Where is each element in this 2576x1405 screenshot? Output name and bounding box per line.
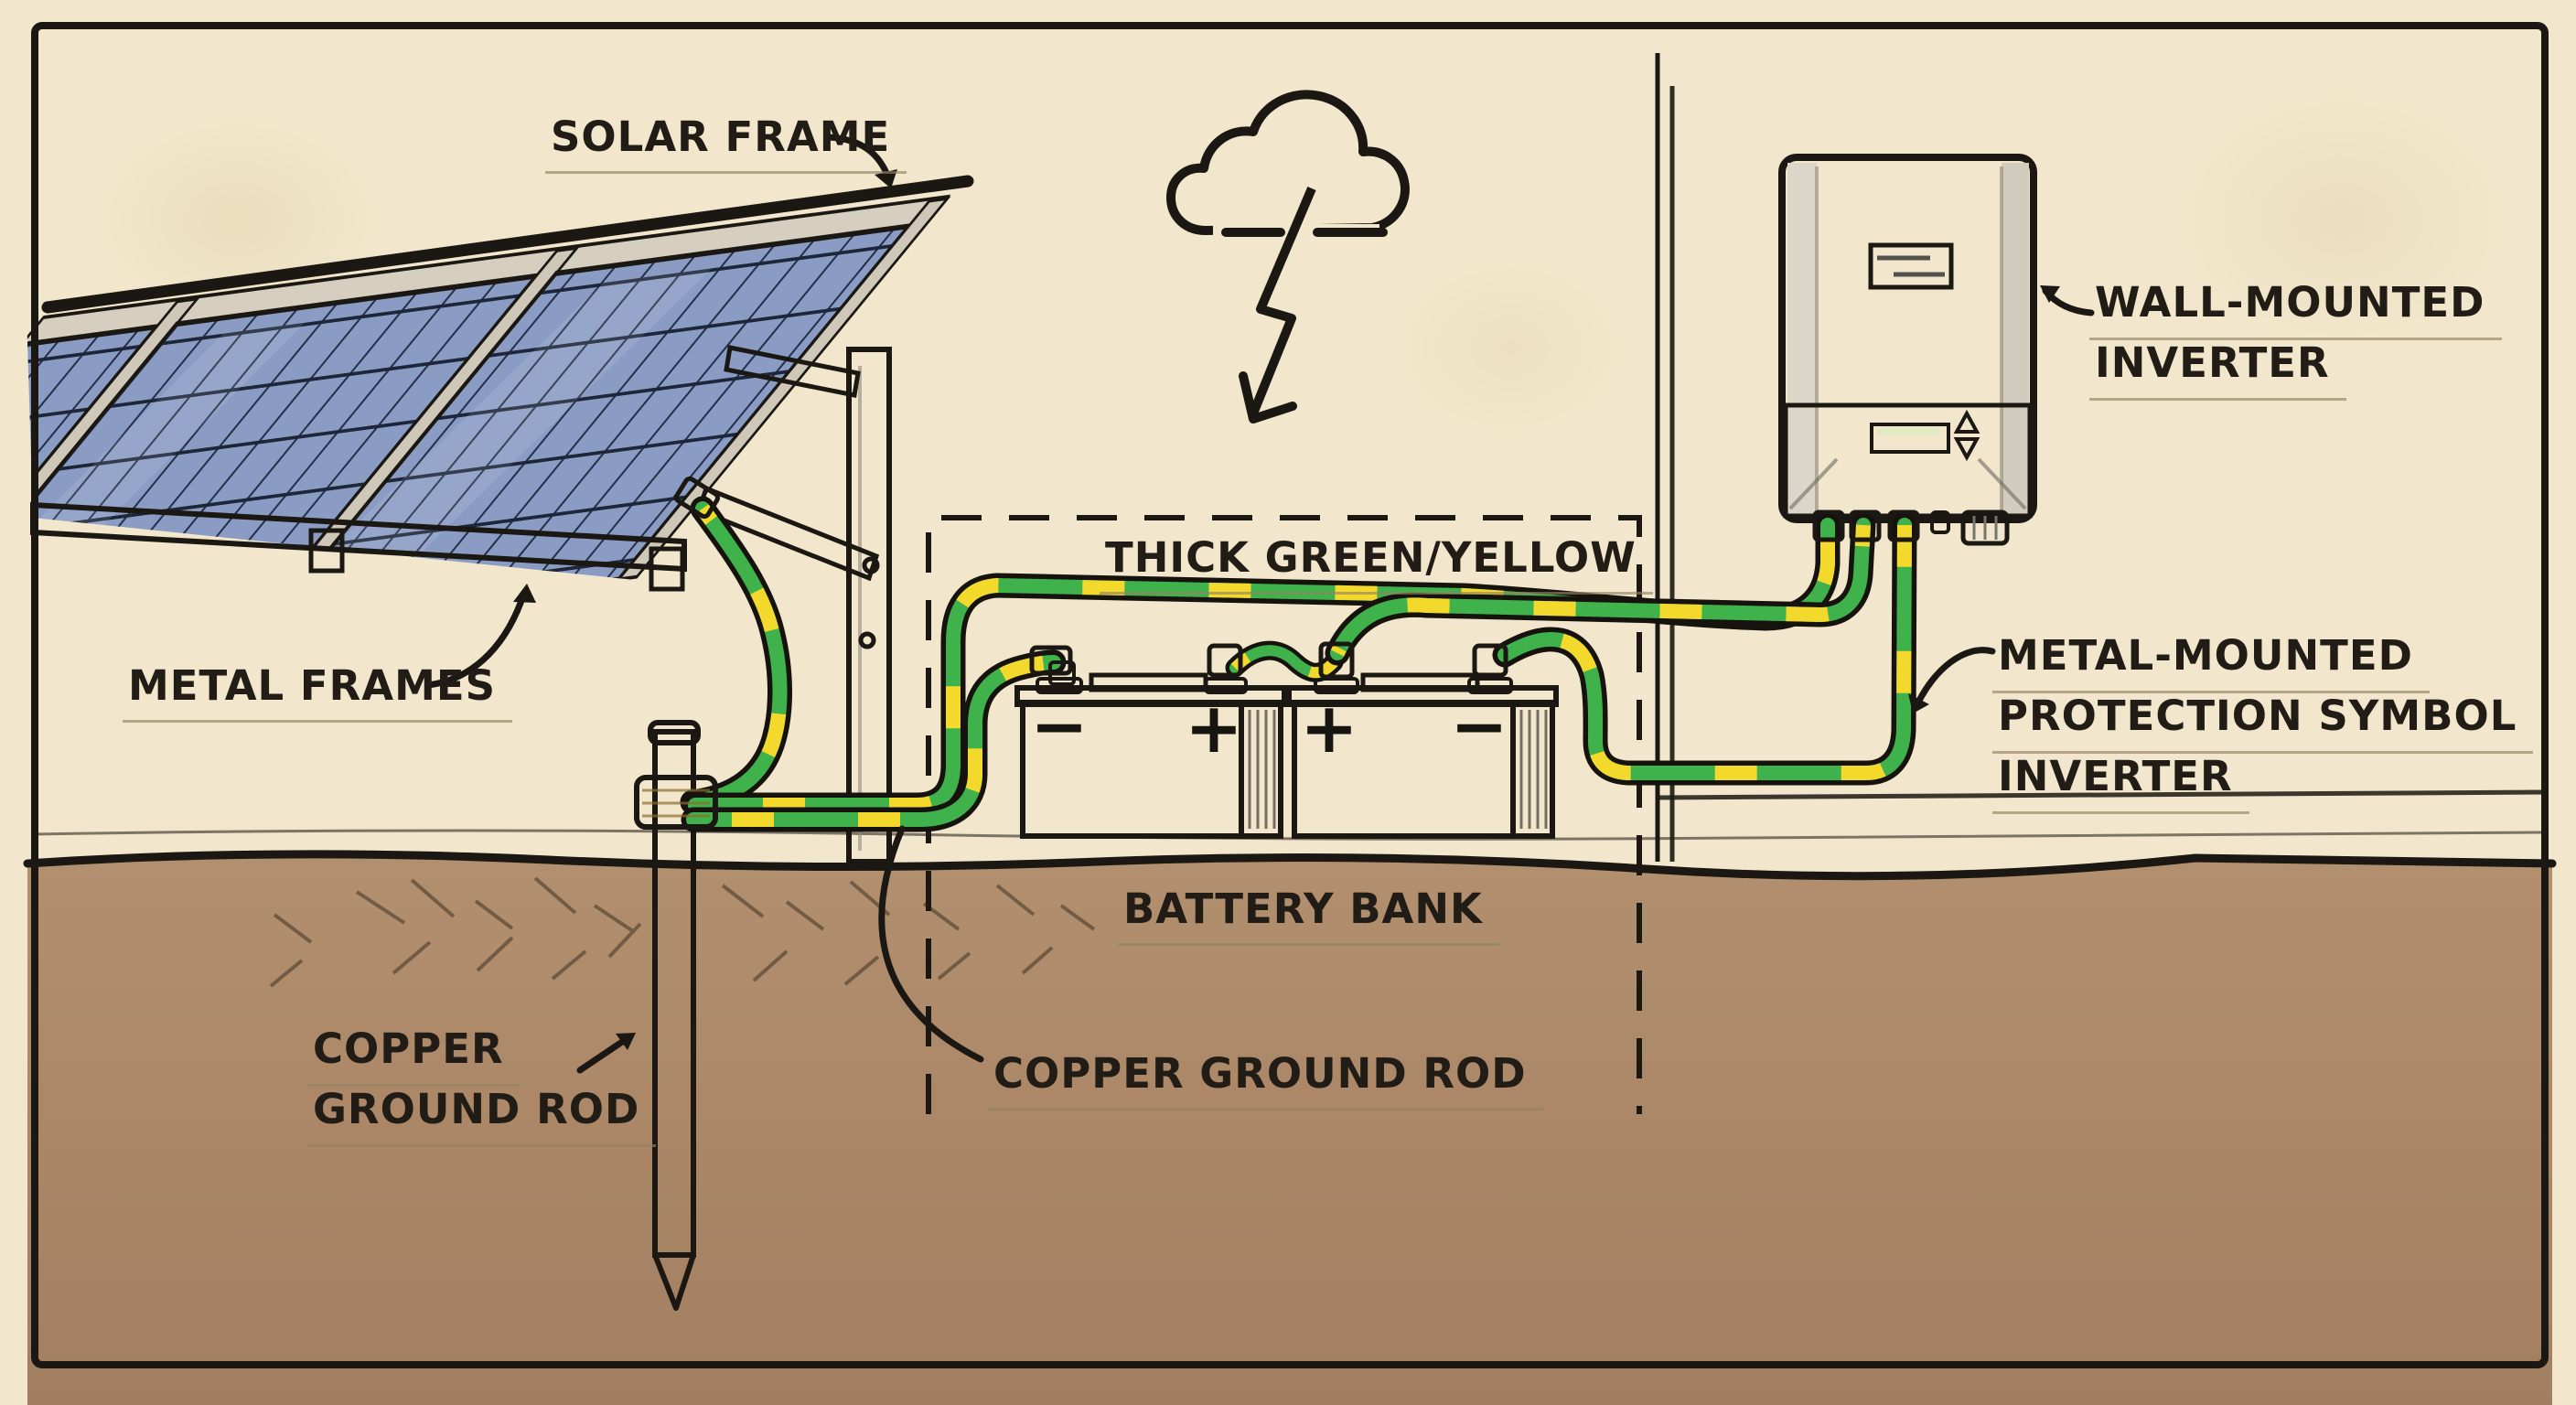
frame-ground-clamp [674,476,720,520]
support-brace-upper [724,345,861,398]
inverter-control-panel [1783,402,2033,519]
label-thick-green-yellow: THICK GREEN/YELLOW [1100,529,1653,595]
battery2-pos-connector [1318,641,1355,680]
inverter-lcd-display [1870,423,1950,454]
wall-mounted-inverter [1778,154,2037,523]
label-metal-frames: METAL FRAMES [122,657,513,723]
annotation-arrows [424,134,2095,1074]
support-post [846,347,892,864]
inverter-gland-3 [1887,509,1920,542]
battery-1: − + [1014,672,1287,839]
soil-hatch-texture [269,876,1096,988]
battery-positive-sign: + [1185,687,1243,768]
inverter-knob [1960,509,2010,546]
inverter-nameplate [1868,242,1954,290]
metal-frames-arrow [424,589,528,689]
solar-frame-arrow [825,134,892,181]
battery-2: + − [1286,672,1559,839]
battery2-neg-connector [1472,643,1508,678]
battery-negative-sign: − [1450,685,1508,767]
label-wall-mounted-inverter: WALL-MOUNTED INVERTER [2089,273,2501,401]
label-metal-mounted-protection: METAL-MOUNTED PROTECTION SYMBOL INVERTER [1991,626,2534,814]
ground-wire-panel-to-rod [692,509,780,802]
label-copper-ground-rod-bottom: COPPER GROUND ROD [988,1045,1543,1110]
inverter-stub [1930,510,1950,534]
solar-array [26,175,974,649]
wire-connectors [634,476,2010,830]
inverter-gland-1 [1812,509,1845,542]
down-arrow-icon [1953,437,1980,462]
copper-rod-leader-line [878,825,984,1063]
inverter-gland-2 [1849,509,1882,542]
wall-line [1655,53,2546,862]
battery-bank-group: − + + − [1014,672,1559,839]
cloud-lightning-icon [1166,90,1410,424]
rail-foot [649,546,685,592]
label-copper-ground-rod-side: COPPER GROUND ROD [306,1019,657,1147]
rod-ground-clamp [634,775,718,830]
battery1-pos-connector [1207,643,1243,678]
battery-positive-sign: + [1300,687,1358,768]
label-solar-frame: SOLAR FRAME [544,108,907,174]
copper-rod-arrow [576,1035,631,1074]
solar-top-rail [41,175,974,314]
battery-negative-sign: − [1030,685,1089,767]
solar-panel-sliver [26,323,162,585]
metal-mounted-arrow [1914,647,1996,708]
rail-foot [308,528,345,574]
up-arrow-icon [1953,409,1980,434]
copper-ground-rod [648,720,701,1311]
border-frame [31,22,2549,1368]
label-battery-bank: BATTERY BANK [1118,880,1499,946]
